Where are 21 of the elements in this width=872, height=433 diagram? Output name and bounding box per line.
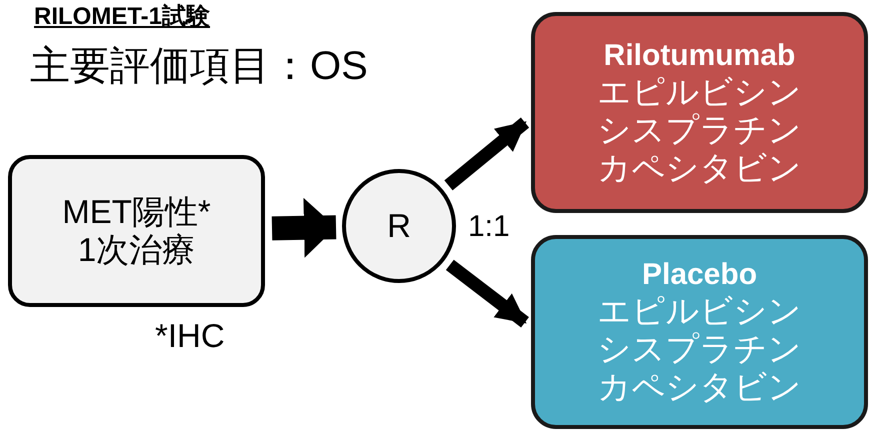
title: RILOMET-1試験 — [34, 2, 210, 32]
endpoint-text: 主要評価項目：OS — [30, 43, 368, 90]
box-text: エピルビシン — [598, 72, 802, 110]
box-text: カペシタビン — [598, 148, 802, 186]
box-text: シスプラチン — [598, 330, 802, 368]
arm-heading: Placebo — [642, 258, 758, 292]
treatment-arm-box — [531, 235, 868, 429]
treatment-arm-box — [531, 12, 868, 213]
box-text: エピルビシン — [598, 292, 802, 330]
box-text: カペシタビン — [598, 368, 802, 406]
arrow — [272, 198, 336, 258]
arrow — [444, 118, 530, 190]
arrow — [446, 260, 529, 328]
ratio-label: 1:1 — [468, 210, 510, 244]
arm-heading: Rilotumumab — [604, 38, 796, 72]
box-text: MET陽性* — [62, 193, 211, 231]
process-box — [8, 155, 265, 307]
box-text: シスプラチン — [598, 110, 802, 148]
box-text: 1次治療 — [78, 231, 196, 269]
box-text: R — [387, 207, 411, 245]
footnote: *IHC — [155, 317, 225, 355]
